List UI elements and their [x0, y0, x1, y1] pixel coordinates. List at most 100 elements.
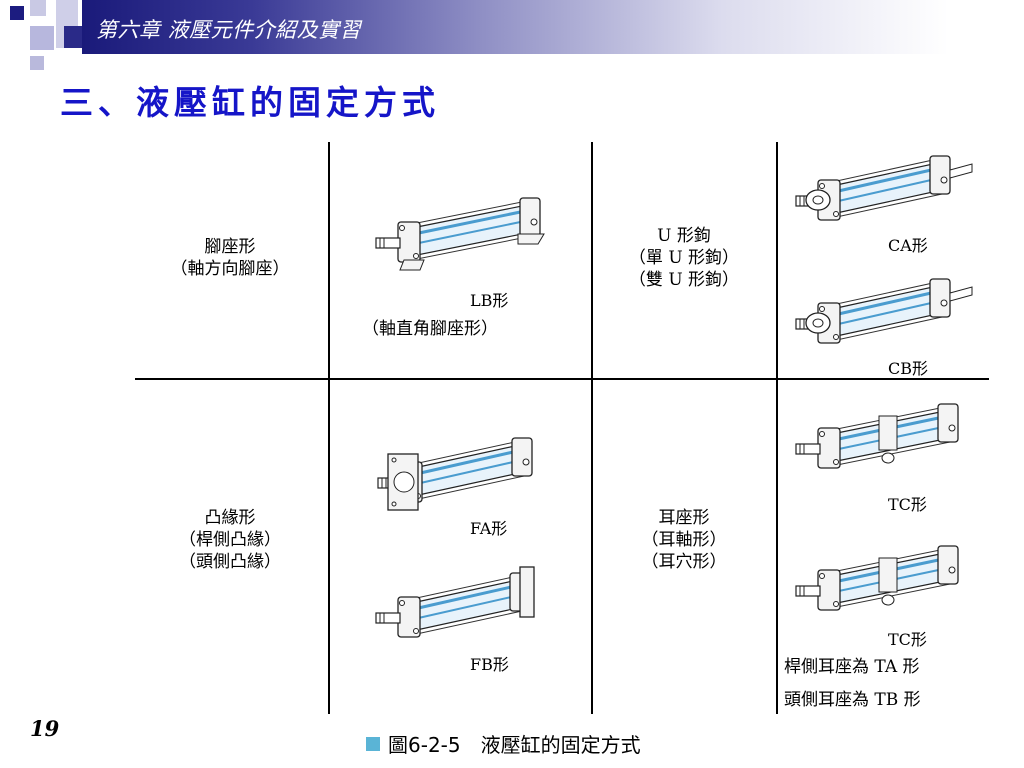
rear-head — [929, 278, 951, 318]
tie-rod — [413, 475, 525, 501]
trunnion-note-2: 頭側耳座為 TB 形 — [784, 690, 921, 710]
tie-rod — [411, 574, 523, 600]
cylinder-stripe — [413, 583, 521, 611]
rod-thread — [375, 613, 385, 623]
cylinder-stripe — [413, 208, 531, 236]
bolt — [833, 459, 839, 465]
cylinder-body — [375, 197, 545, 271]
header-decoration — [30, 26, 54, 50]
trunnion-block — [878, 557, 898, 593]
lb-cylinder-illustration — [375, 197, 545, 271]
lb-caption: LB形 — [470, 291, 509, 310]
clevis-tail — [949, 163, 973, 179]
port — [940, 176, 948, 184]
cylinder-body — [795, 278, 973, 344]
tie-rod — [413, 439, 525, 465]
trunnion-pin — [881, 594, 895, 606]
rod-thread — [795, 319, 805, 329]
header-decoration — [10, 6, 24, 20]
flange-plate — [519, 566, 535, 618]
bolt — [819, 183, 825, 189]
ca-cylinder-illustration — [795, 155, 973, 221]
cb-cylinder-illustration — [795, 278, 973, 344]
tc-cylinder-illustration-1 — [795, 403, 959, 469]
bolt — [833, 334, 839, 340]
cylinder-stripe — [415, 448, 523, 476]
fb-cylinder-illustration — [375, 566, 535, 638]
clevis-mount-label: U 形鉤 （單 U 形鉤） （雙 U 形鉤） — [598, 225, 770, 291]
tc-cylinder-illustration-2 — [795, 545, 959, 611]
rod-thread — [795, 196, 805, 206]
bolt — [413, 628, 419, 634]
rod-thread — [795, 586, 805, 596]
trunnion-block — [878, 415, 898, 451]
cylinder-body — [795, 155, 973, 221]
cylinder-stripe — [833, 166, 941, 194]
cylinder-stripe — [415, 459, 523, 485]
port — [530, 218, 538, 226]
header-bar — [82, 0, 1024, 54]
label-line: （耳軸形） — [641, 530, 727, 550]
rear-head — [937, 545, 959, 585]
cylinder-stripe — [833, 177, 941, 203]
label-line: 腳座形 — [204, 237, 256, 257]
bolt — [399, 225, 405, 231]
tie-rod — [411, 199, 533, 225]
bolt — [413, 253, 419, 259]
label-line: 凸緣形 — [204, 508, 256, 528]
figure-caption-text: 圖6-2-5 液壓缸的固定方式 — [388, 733, 641, 757]
trunnion-pin — [881, 452, 895, 464]
port — [948, 566, 956, 574]
cylinder-body — [795, 545, 959, 611]
rear-head — [519, 197, 541, 237]
grid-line-vertical-3 — [776, 142, 778, 714]
flange-hole — [391, 501, 397, 507]
ca-caption: CA形 — [888, 236, 928, 255]
label-line: U 形鉤 — [657, 226, 711, 246]
label-line: （耳穴形） — [641, 552, 727, 572]
label-line: （桿側凸緣） — [179, 530, 281, 550]
grid-line-vertical-1 — [328, 142, 330, 714]
clevis-tail — [949, 286, 973, 302]
label-line: （單 U 形鉤） — [628, 248, 740, 268]
cylinder-body — [377, 437, 533, 511]
chapter-title: 第六章 液壓元件介紹及實習 — [96, 18, 362, 42]
rear-head — [511, 437, 533, 477]
cylinder-stripe — [413, 219, 531, 245]
cylinder-stripe — [833, 300, 941, 326]
tie-rod — [831, 193, 943, 219]
foot-bracket — [517, 233, 545, 245]
header-decoration — [30, 0, 46, 16]
bolt — [819, 573, 825, 579]
rod-thread — [377, 478, 387, 488]
trunnion-mount-label: 耳座形 （耳軸形） （耳穴形） — [598, 507, 770, 573]
cylinder-stripe — [413, 594, 521, 620]
bolt — [819, 306, 825, 312]
header-decoration — [30, 56, 44, 70]
cb-caption: CB形 — [888, 359, 929, 378]
label-line: 耳座形 — [658, 508, 710, 528]
section-title: 三、液壓缸的固定方式 — [60, 83, 440, 122]
port — [522, 458, 530, 466]
bolt — [399, 600, 405, 606]
tie-rod — [831, 280, 943, 306]
rear-head — [929, 155, 951, 195]
label-line: （軸方向腳座） — [170, 259, 290, 279]
label-line: （頭側凸緣） — [179, 552, 281, 572]
header-decoration — [64, 26, 82, 48]
bolt — [833, 601, 839, 607]
lb-subcaption: （軸直角腳座形） — [362, 319, 498, 339]
foot-bracket — [399, 259, 425, 271]
cylinder-body — [795, 403, 959, 469]
clevis-pin-hole — [812, 195, 824, 205]
rod-thread — [375, 238, 385, 248]
fa-caption: FA形 — [470, 519, 508, 538]
foot-mount-label: 腳座形 （軸方向腳座） — [140, 236, 320, 280]
grid-line-horizontal — [135, 378, 989, 380]
bolt — [833, 211, 839, 217]
tc-caption-2: TC形 — [888, 630, 927, 649]
port — [948, 424, 956, 432]
grid-line-vertical-2 — [591, 142, 593, 714]
tc-caption-1: TC形 — [888, 495, 927, 514]
rear-head — [937, 403, 959, 443]
